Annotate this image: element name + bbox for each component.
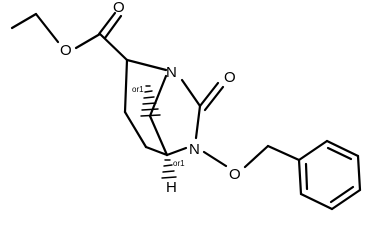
stereo-label-c5: or1 bbox=[173, 159, 185, 168]
bond-n6-c5 bbox=[165, 146, 188, 157]
ring-nitrogen-label: N bbox=[189, 141, 200, 158]
bond-c7-o-double-2 bbox=[203, 85, 225, 112]
bond-c8-c5 bbox=[148, 114, 169, 157]
bond-c3-c4 bbox=[123, 110, 148, 149]
ester-oxygen-label: O bbox=[60, 42, 72, 59]
bond-ethyl-ch2-o bbox=[34, 12, 60, 44]
bond-n1-c7 bbox=[180, 78, 202, 108]
hashed-wedge-c5-h bbox=[161, 159, 177, 179]
stereo-label-c2: or1 bbox=[132, 85, 144, 94]
bond-ch2-ipso bbox=[266, 144, 301, 162]
urea-oxygen-label: O bbox=[224, 69, 236, 86]
bond-o-carbonyl-c bbox=[74, 32, 102, 50]
ester-carbonyl-oxygen-label: O bbox=[113, 0, 125, 16]
bond-carbonyl-double-2 bbox=[103, 14, 123, 40]
bridgehead-nitrogen-label: N bbox=[166, 64, 177, 81]
bond-c7-n6 bbox=[194, 104, 202, 140]
bond-c2-c3 bbox=[123, 58, 129, 114]
oxy-oxygen-label: O bbox=[229, 166, 241, 183]
bond-c2-n1 bbox=[125, 58, 168, 72]
bridgehead-hydrogen-label: H bbox=[166, 179, 177, 196]
bond-o-ch2 bbox=[243, 144, 270, 169]
bond-carbonyl-c-c2 bbox=[98, 32, 129, 62]
bond-c8-n1 bbox=[148, 74, 168, 118]
bond-c4-c5 bbox=[144, 145, 169, 157]
bond-c7-o-double-1 bbox=[198, 81, 220, 108]
chemical-structure: O O N O N O H or1 or1 bbox=[10, 0, 362, 211]
bond-n6-o bbox=[202, 150, 228, 168]
bond-ethyl-ch3-ch2 bbox=[10, 12, 38, 30]
benzene-ring bbox=[297, 139, 362, 211]
bond-carbonyl-double-1 bbox=[97, 11, 117, 36]
